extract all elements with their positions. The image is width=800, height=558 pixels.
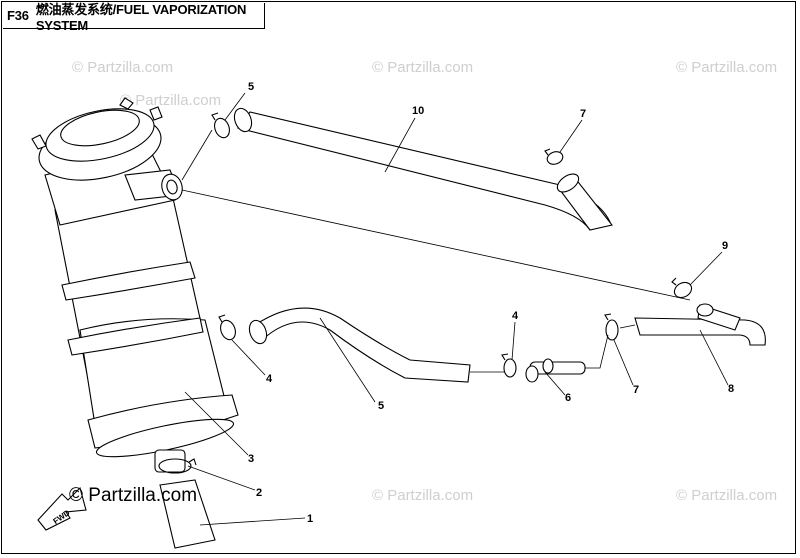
callout-10: 10 <box>412 105 424 117</box>
watermark-5: © Partzilla.com <box>372 487 473 504</box>
diagram-title-box: F36 燃油蒸发系统/FUEL VAPORIZATION SYSTEM <box>3 2 265 33</box>
hose-part-8 <box>634 303 766 346</box>
callout-6: 6 <box>565 392 571 404</box>
connection-line-connector6-to-clamp7 <box>585 334 609 369</box>
diagram-code: F36 <box>7 8 29 23</box>
clamp-part-4-left <box>218 314 236 341</box>
hose-part-5 <box>248 307 471 383</box>
callout-5-top: 5 <box>248 81 254 93</box>
callout-2: 2 <box>256 487 262 499</box>
callout-4-left: 4 <box>266 373 273 385</box>
callout-1: 1 <box>307 513 313 525</box>
connection-line-canister-to-clamp5 <box>181 129 213 181</box>
connection-lines <box>181 129 691 373</box>
watermark-2: © Partzilla.com <box>120 92 221 109</box>
copyright-text: © Partzilla.com <box>69 485 198 506</box>
connection-line-canister-to-hose8 <box>181 189 691 301</box>
clamp-part-2 <box>158 458 197 474</box>
callout-9: 9 <box>722 240 728 252</box>
watermarks: © Partzilla.com © Partzilla.com © Partzi… <box>72 59 777 504</box>
hose-part-1 <box>159 479 216 549</box>
callout-3: 3 <box>248 453 254 465</box>
callout-7-right: 7 <box>633 384 639 396</box>
clamps <box>158 112 693 474</box>
watermark-6: © Partzilla.com <box>676 487 777 504</box>
callout-labels: 5 10 7 9 4 4 5 6 7 8 3 2 1 <box>248 81 734 525</box>
clamp-part-4-center <box>501 353 517 378</box>
watermark-3: © Partzilla.com <box>372 59 473 76</box>
connector-part-6 <box>525 358 586 383</box>
watermark-4: © Partzilla.com <box>676 59 777 76</box>
connection-line-clamp7-to-hose8 <box>619 324 636 329</box>
callout-4-center: 4 <box>512 310 519 322</box>
callout-5-middle: 5 <box>378 400 384 412</box>
clamp-part-7-right <box>604 313 619 341</box>
canister-part-3 <box>31 97 239 473</box>
hose-part-10 <box>233 107 613 231</box>
watermark-1: © Partzilla.com <box>72 59 173 76</box>
leader-lines <box>184 92 729 526</box>
clamp-part-7-upper <box>544 148 564 165</box>
callout-8: 8 <box>728 383 734 395</box>
clamp-part-9 <box>671 277 693 299</box>
callout-7-top: 7 <box>580 108 586 120</box>
diagram-title: 燃油蒸发系统/FUEL VAPORIZATION SYSTEM <box>35 1 247 33</box>
clamp-part-5 <box>211 112 230 139</box>
